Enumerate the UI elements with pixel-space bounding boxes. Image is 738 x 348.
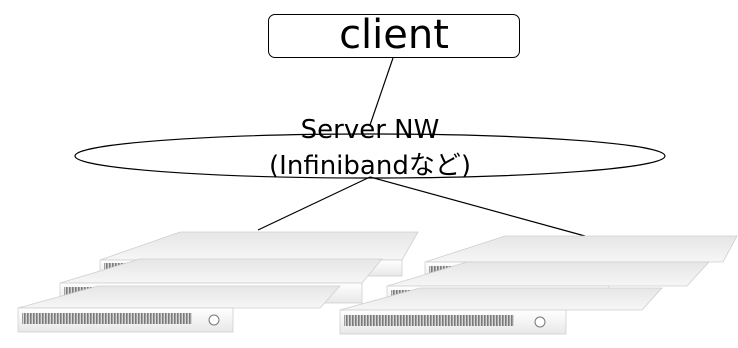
server-unit <box>17 285 341 333</box>
right-group-connector-line <box>369 176 586 237</box>
client-label: client <box>339 11 449 58</box>
network-ellipse <box>74 133 666 179</box>
server-group-right <box>339 235 738 335</box>
network-label-line2: (Infinibandなど) <box>269 151 471 181</box>
left-group-connector-line <box>257 176 371 231</box>
client-box: client <box>268 14 520 58</box>
server-group-left <box>17 231 419 333</box>
network-label-line1: Server NW <box>300 115 440 145</box>
client-connector-line <box>369 57 394 126</box>
server-unit <box>339 287 663 335</box>
power-button-icon <box>208 314 220 326</box>
network-label: Server NW (Infinibandなど) <box>220 112 520 184</box>
power-button-icon <box>534 316 546 328</box>
